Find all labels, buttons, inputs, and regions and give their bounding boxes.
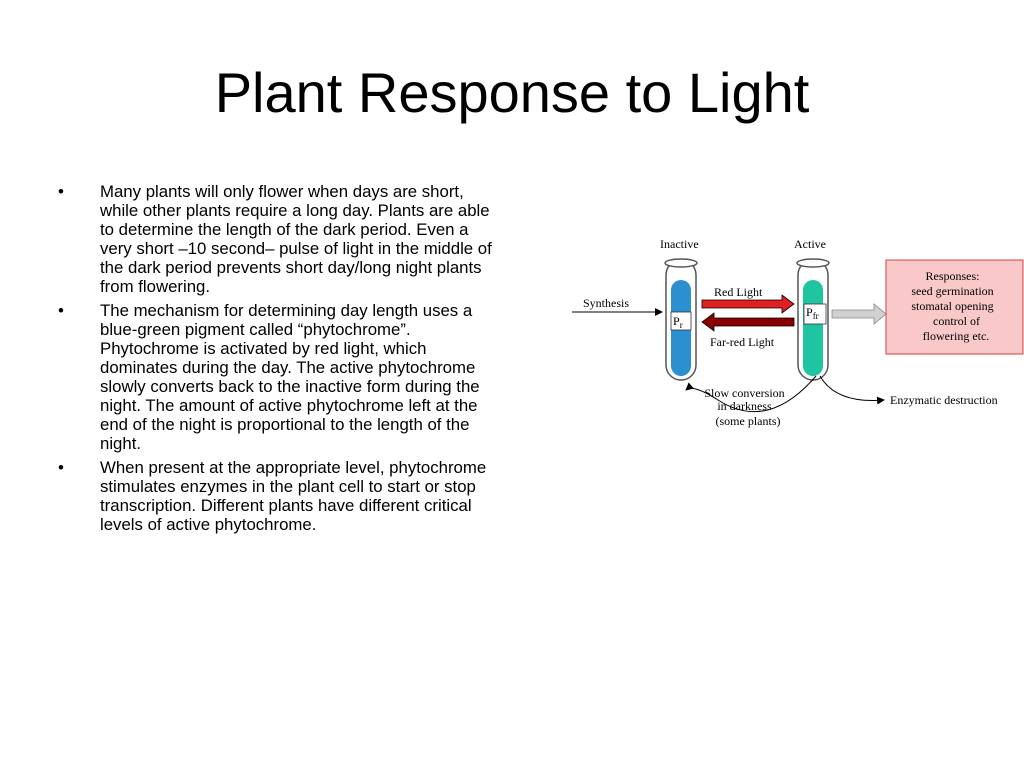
responses-line: Responses: xyxy=(926,269,980,283)
active-label: Active xyxy=(794,237,826,251)
bullet-list: • Many plants will only flower when days… xyxy=(58,182,498,539)
pfr-subscript: fr xyxy=(813,311,819,321)
bullet-text: The mechanism for determining day length… xyxy=(100,301,480,453)
pr-label: P xyxy=(673,314,680,328)
responses-text: Responses: seed germination stomatal ope… xyxy=(911,269,996,343)
slow-conversion-text: Slow conversion in darkness (some plants… xyxy=(704,386,787,428)
phytochrome-diagram: Inactive Active Synthesis Pr Pfr Red Lig… xyxy=(572,237,1024,428)
bullet-text: Many plants will only flower when days a… xyxy=(100,182,492,296)
red-light-arrow xyxy=(701,294,795,314)
responses-line: flowering etc. xyxy=(923,329,990,343)
pfr-label: P xyxy=(806,305,813,319)
responses-line: stomatal opening xyxy=(911,299,993,313)
responses-arrow xyxy=(831,303,887,325)
bullet-marker: • xyxy=(58,458,64,477)
far-red-light-arrow xyxy=(701,312,795,332)
active-tube: Pfr xyxy=(796,258,830,381)
responses-line: control of xyxy=(933,314,980,328)
pr-subscript: r xyxy=(680,320,683,330)
far-red-light-label: Far-red Light xyxy=(710,335,775,349)
synthesis-label: Synthesis xyxy=(583,296,629,310)
slow-conversion-arrow xyxy=(685,375,817,413)
bullet-item: • Many plants will only flower when days… xyxy=(58,182,498,296)
svg-text:Pr: Pr xyxy=(673,314,683,330)
bullet-item: • When present at the appropriate level,… xyxy=(58,458,498,534)
bullet-marker: • xyxy=(58,301,64,320)
svg-text:Pfr: Pfr xyxy=(806,305,819,321)
active-tube-fill xyxy=(803,280,823,376)
bullet-item: • The mechanism for determining day leng… xyxy=(58,301,498,453)
bullet-text: When present at the appropriate level, p… xyxy=(100,458,487,534)
enzymatic-destruction-arrow xyxy=(819,375,885,405)
slow-conversion-line: Slow conversion xyxy=(704,386,784,400)
inactive-label: Inactive xyxy=(660,237,699,251)
red-light-label: Red Light xyxy=(714,285,763,299)
enzymatic-destruction-label: Enzymatic destruction xyxy=(890,393,998,407)
slow-conversion-line: (some plants) xyxy=(716,414,781,428)
inactive-tube: Pr xyxy=(664,258,698,381)
slow-conversion-line: in darkness xyxy=(717,399,772,413)
responses-box xyxy=(885,259,1024,355)
responses-line: seed germination xyxy=(911,284,993,298)
slide-title: Plant Response to Light xyxy=(214,61,810,124)
bullet-marker: • xyxy=(58,182,64,201)
